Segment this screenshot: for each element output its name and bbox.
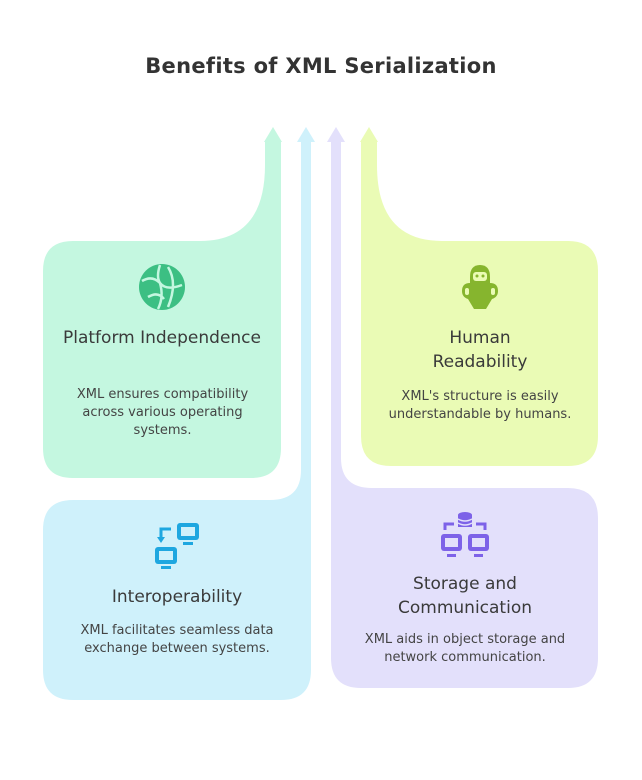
platform-independence-description: XML ensures compatibility across various… (76, 387, 249, 438)
purple-arrow-head (327, 127, 345, 142)
database-network-icon (441, 512, 489, 557)
computers-exchange-icon (155, 523, 199, 569)
green-arrow-head (264, 127, 282, 142)
human-readability-heading: Human Readability (432, 328, 528, 372)
storage-communication-shape (331, 140, 598, 688)
reader-icon (462, 265, 498, 309)
interoperability-heading: Interoperability (111, 587, 243, 607)
interoperability-description: XML facilitates seamless data exchange b… (80, 623, 274, 656)
interoperability-shape (43, 140, 311, 700)
platform-independence-heading: Platform Independence (63, 328, 261, 348)
blue-arrow-head (297, 127, 315, 142)
storage-communication-description: XML aids in object storage and network c… (364, 632, 566, 665)
human-readability-description: XML's structure is easily understandable… (388, 389, 572, 422)
lime-arrow-head (360, 127, 378, 142)
page-title: Benefits of XML Serialization (145, 54, 497, 78)
globe-icon (139, 264, 185, 310)
storage-communication-heading: Storage and Communication (398, 574, 532, 618)
